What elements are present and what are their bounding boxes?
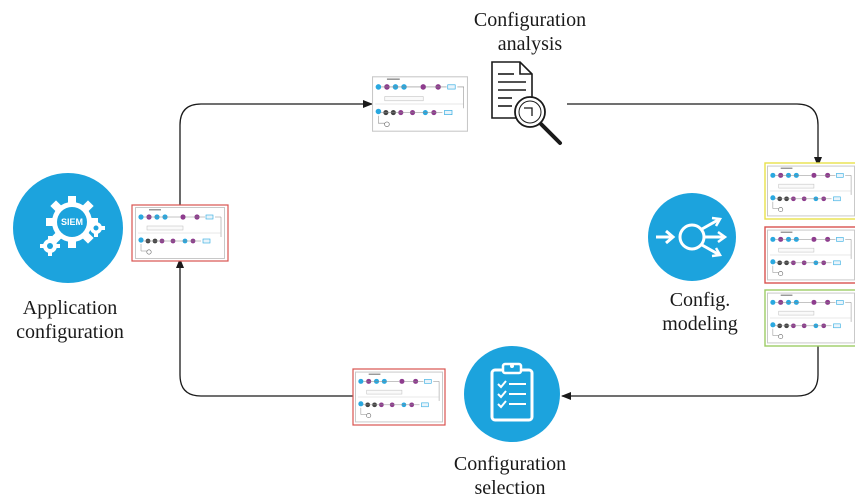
arrow-modeling-to-selection — [561, 345, 819, 400]
workflow-thumbnail-app — [131, 204, 229, 262]
label-line: selection — [474, 477, 546, 499]
arrow-selection-to-app — [176, 258, 353, 397]
siem-badge-text: SIEM — [61, 217, 83, 227]
clipboard-checklist-icon — [464, 346, 560, 442]
label-line: analysis — [497, 33, 563, 55]
label-line: modeling — [662, 313, 738, 335]
label-line: Configuration — [473, 9, 587, 31]
configuration-selection-label: Configuration selection — [420, 452, 600, 500]
document-magnifier-icon — [491, 61, 562, 145]
config-modeling-label: Config. modeling — [640, 288, 760, 336]
workflow-thumbnail-candidate-3 — [764, 289, 855, 347]
label-line: Application — [22, 297, 118, 319]
workflow-thumbnail-candidate-2 — [764, 226, 855, 284]
label-line: Config. — [669, 289, 731, 311]
workflow-thumbnail-analysis — [372, 76, 468, 132]
label-line: Configuration — [453, 453, 567, 475]
label-line: configuration — [16, 321, 124, 343]
configuration-analysis-label: Configuration analysis — [440, 8, 620, 56]
workflow-thumbnail-selection — [352, 368, 446, 426]
siem-gears-icon: SIEM — [13, 173, 123, 283]
signal-splitter-icon — [648, 193, 736, 281]
arrow-analysis-to-modeling — [567, 103, 822, 167]
arrow-app-to-analysis — [179, 100, 373, 205]
application-configuration-label: Application configuration — [0, 296, 140, 344]
workflow-thumbnail-candidate-1 — [764, 162, 855, 220]
